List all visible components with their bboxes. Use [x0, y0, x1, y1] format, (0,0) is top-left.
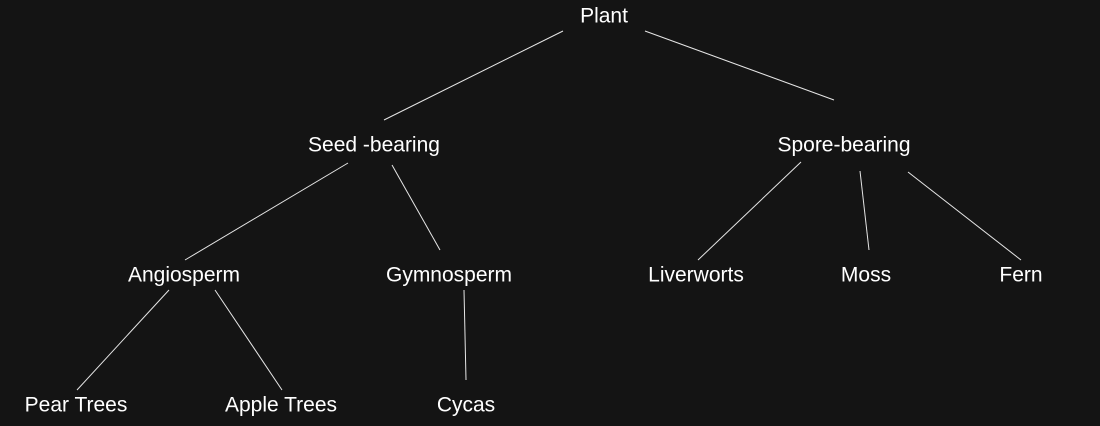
node-spore-bearing: Spore-bearing	[777, 133, 911, 157]
node-apple-trees: Apple Trees	[224, 393, 338, 417]
node-fern: Fern	[999, 263, 1043, 287]
edge-spore-bearing-liverworts	[697, 161, 802, 261]
node-cycas: Cycas	[436, 393, 496, 417]
node-pear-trees: Pear Trees	[24, 393, 128, 417]
edge-angiosperm-apple-trees	[214, 289, 283, 391]
edge-spore-bearing-fern	[907, 171, 1022, 261]
edge-gymnosperm-cycas	[463, 289, 467, 381]
edge-plant-spore-bearing	[644, 30, 835, 101]
node-seed-bearing: Seed -bearing	[308, 133, 440, 157]
edge-angiosperm-pear-trees	[76, 289, 170, 391]
edge-seed-bearing-gymnosperm	[391, 164, 441, 251]
edge-plant-seed-bearing	[383, 30, 564, 121]
node-angiosperm: Angiosperm	[127, 263, 241, 287]
edge-spore-bearing-moss	[859, 170, 870, 251]
node-plant: Plant	[580, 4, 628, 28]
edge-seed-bearing-angiosperm	[184, 162, 349, 261]
node-gymnosperm: Gymnosperm	[385, 263, 513, 287]
node-liverworts: Liverworts	[648, 263, 744, 287]
node-moss: Moss	[840, 263, 892, 287]
